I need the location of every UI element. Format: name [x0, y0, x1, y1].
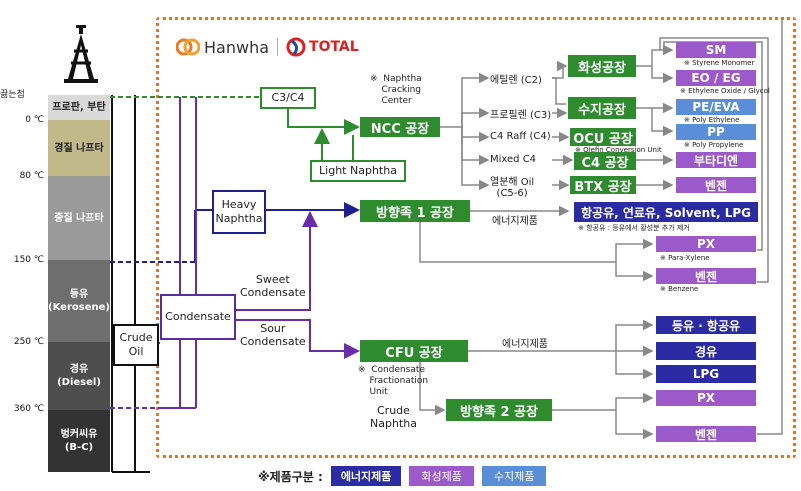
product-benzene-1: 벤젠: [676, 177, 756, 193]
product-px-2: PX: [656, 390, 756, 406]
product-px-1-note: ※ Para-Xylene: [660, 254, 710, 262]
legend-resin: 수지제품: [481, 466, 547, 486]
hanwha-logo-text: Hanwha: [204, 37, 270, 57]
product-diesel: 경유: [656, 342, 756, 360]
product-fuels: 항공유, 연료유, Solvent, LPG: [574, 202, 758, 222]
feed-c3c4: C3/C4: [260, 87, 316, 109]
fraction-diesel: 경유 (Diesel): [48, 342, 110, 410]
boiling-point-label: 끓는점: [0, 90, 25, 100]
plant-ncc: NCC 공장: [360, 117, 440, 137]
total-logo-icon: [286, 37, 306, 57]
product-pe-eva: PE/EVA: [676, 99, 756, 115]
plant-aromatics-1: 방향족 1 공장: [360, 200, 470, 222]
temp-0: 0 ℃: [25, 115, 44, 125]
feed-crude-oil: Crude Oil: [113, 324, 159, 366]
plant-aromatics-2: 방향족 2 공장: [446, 399, 552, 421]
note-ocu: ※ Olefin Conversion Unit: [575, 146, 662, 154]
product-eo-eg-note: ※ Ethylene Oxide / Glycol: [680, 87, 770, 95]
fraction-kerosene: 등유 (Kerosene): [48, 260, 110, 342]
temp-250: 250 ℃: [13, 337, 44, 347]
label-crude-naphtha: Crude Naphtha: [370, 404, 417, 430]
note-jet-fuel: ※ 항공유 : 등유에서 황성분 추가 제거: [578, 224, 690, 232]
plant-c4: C4 공장: [574, 152, 636, 171]
product-pp-note: ※ Poly Propylene: [684, 141, 744, 149]
legend-chem: 화성제품: [409, 466, 474, 486]
stream-c4raff: C4 Raff (C4): [490, 131, 551, 142]
note-cfu: ※ Condensate Fractionation Unit: [358, 365, 429, 397]
hanwha-logo-icon: [176, 38, 200, 56]
plant-cfu: CFU 공장: [360, 340, 468, 362]
product-sm-note: ※ Styrene Monomer: [684, 59, 755, 67]
temp-360: 360 ℃: [13, 404, 44, 414]
fraction-heavy-naphtha: 중질 나프타: [48, 176, 110, 260]
legend: ※제품구분 : 에너지제품 화성제품 수지제품: [258, 466, 547, 486]
label-sour-condensate: Sour Condensate: [240, 322, 306, 348]
fraction-light-naphtha: 경질 나프타: [48, 120, 110, 176]
stream-energy-2: 에너지제품: [502, 339, 548, 350]
product-benzene-3: 벤젠: [656, 426, 756, 442]
product-benzene-2-note: ※ Benzene: [660, 285, 699, 293]
note-ncc: ※ Naphtha Cracking Center: [370, 74, 422, 106]
label-sweet-condensate: Sweet Condensate: [240, 273, 306, 299]
fraction-bunker-c: 벙커씨유 (B-C): [48, 410, 110, 472]
plant-boundary-frame: [156, 17, 796, 458]
product-eo-eg: EO / EG: [676, 70, 756, 86]
company-logo: Hanwha TOTAL: [176, 36, 359, 58]
fraction-propane-butane: 프로판, 부탄: [48, 95, 110, 120]
feed-light-naphtha: Light Naphtha: [310, 160, 406, 182]
stream-pyrolysis-oil: 열분해 Oil (C5-6): [490, 177, 535, 199]
plant-ocu: OCU 공장: [570, 128, 636, 147]
product-butadiene: 부타디엔: [676, 152, 756, 168]
product-benzene-2: 벤젠: [656, 268, 756, 284]
temp-150: 150 ℃: [13, 255, 44, 265]
product-sm: SM: [676, 42, 756, 58]
stream-propylene: 프로필렌 (C3): [490, 110, 552, 121]
total-logo-text: TOTAL: [309, 39, 359, 55]
legend-title: ※제품구분 :: [258, 469, 323, 484]
temp-80: 80 ℃: [19, 171, 44, 181]
plant-hwasung: 화성공장: [568, 55, 636, 77]
plant-btx: BTX 공장: [570, 176, 636, 195]
stream-energy-1: 에너지제품: [492, 216, 538, 227]
product-pe-eva-note: ※ Poly Ethylene: [684, 116, 740, 124]
oil-derrick-icon: [64, 25, 98, 83]
feed-condensate: Condensate: [160, 294, 236, 340]
stream-ethylene: 에틸렌 (C2): [490, 75, 542, 86]
legend-energy: 에너지제품: [330, 466, 402, 486]
product-pp: PP: [676, 124, 756, 140]
stream-mixed-c4: Mixed C4: [490, 154, 537, 165]
product-px-1: PX: [656, 236, 756, 252]
product-lpg: LPG: [656, 365, 756, 383]
product-kerosene-jet: 등유 · 항공유: [656, 316, 756, 334]
feed-heavy-naphtha: Heavy Naphtha: [212, 190, 266, 234]
plant-suji: 수지공장: [568, 97, 636, 119]
